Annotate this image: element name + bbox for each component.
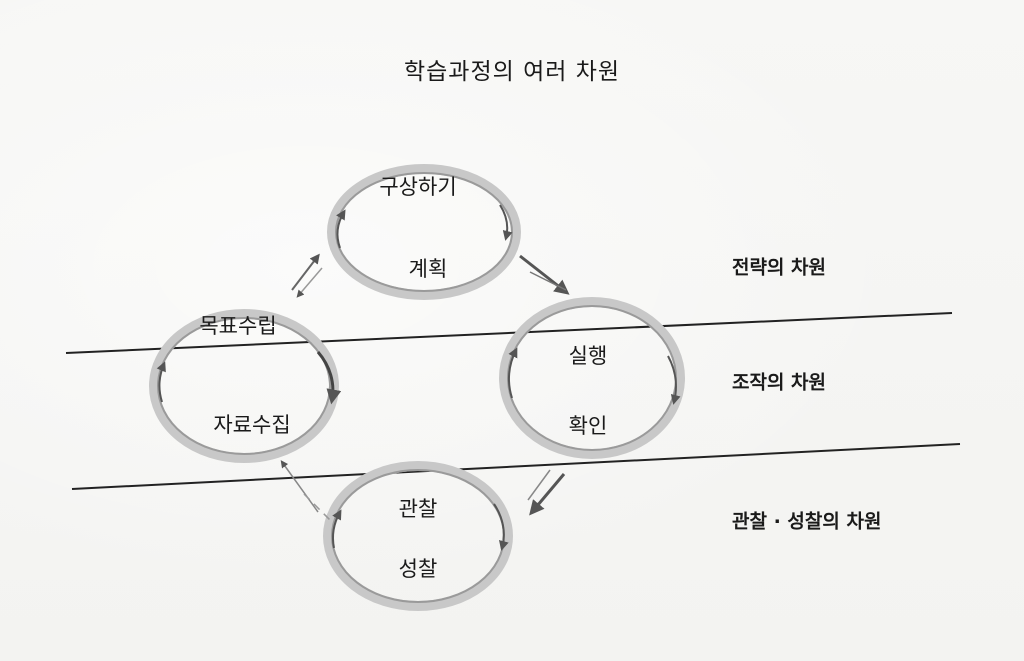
- label-observation: 관찰: [398, 497, 438, 521]
- cycle-goal: [149, 309, 342, 463]
- cycle-strategy: [327, 164, 521, 300]
- label-goal-setting: 목표수립: [199, 314, 277, 338]
- dimension-operation: 조작의 차원: [732, 371, 827, 394]
- connector-operation-to-reflection: [527, 469, 566, 516]
- cycle-operation: [499, 297, 685, 459]
- dimension-strategy: 전략의 차원: [732, 256, 827, 279]
- diagram-title: 학습과정의 여러 차원: [403, 59, 621, 85]
- label-execution: 실행: [568, 344, 608, 368]
- divider-line-lower: [71, 443, 961, 490]
- connector-reflection-to-goal: [280, 460, 331, 521]
- cycle-reflection: [323, 461, 513, 611]
- label-conceive: 구상하기: [379, 175, 457, 199]
- connector-goal-to-strategy: [291, 253, 323, 298]
- dimension-reflection: 관찰 · 성찰의 차원: [732, 510, 882, 533]
- label-reflection: 성찰: [398, 557, 438, 581]
- divider-line-upper: [65, 312, 953, 354]
- connector-strategy-to-operation: [519, 254, 570, 295]
- label-plan: 계획: [408, 257, 448, 281]
- label-data-collection: 자료수집: [213, 413, 291, 437]
- label-verification: 확인: [568, 414, 608, 438]
